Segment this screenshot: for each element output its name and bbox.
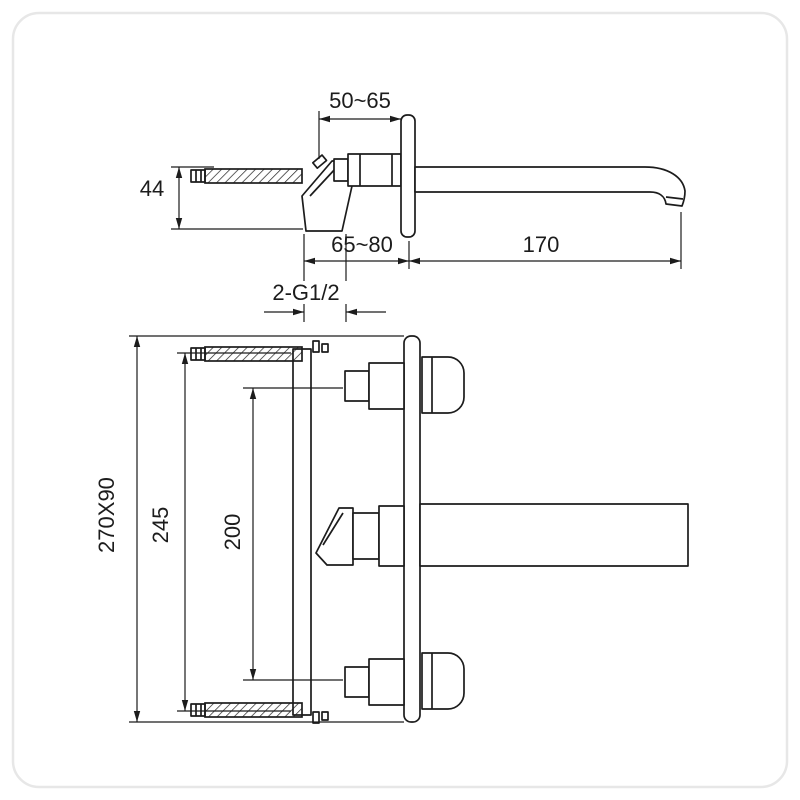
wall-plate-front bbox=[403, 335, 421, 723]
screw-detail bbox=[312, 711, 320, 724]
screw-detail bbox=[312, 340, 320, 353]
dim-plate-size: 270X90 bbox=[94, 335, 404, 723]
knob-bottom bbox=[421, 652, 465, 710]
spout-reach-label: 170 bbox=[523, 232, 560, 257]
plate-size-label: 270X90 bbox=[94, 477, 119, 553]
thread-spec-label: 2-G1/2 bbox=[272, 280, 339, 305]
wall-plate-side bbox=[400, 114, 416, 238]
inlet-pipe-side bbox=[190, 168, 303, 184]
knob-top bbox=[421, 356, 465, 414]
handle-side bbox=[333, 153, 402, 187]
dim-depth-range: 65~80 bbox=[303, 232, 410, 322]
image-frame bbox=[11, 11, 789, 789]
front-view: 270X90 245 200 bbox=[94, 335, 689, 724]
spout-front bbox=[315, 503, 689, 567]
dim-thread-spec: 2-G1/2 bbox=[264, 280, 386, 316]
depth-range-label: 65~80 bbox=[331, 232, 393, 257]
overall-spacing-label: 245 bbox=[148, 507, 173, 544]
screw-detail bbox=[321, 343, 329, 353]
dim-wall-distance: 50~65 bbox=[318, 88, 401, 159]
handle-bottom bbox=[344, 652, 465, 710]
handle-top bbox=[344, 356, 465, 414]
dim-spout-reach: 170 bbox=[409, 212, 682, 269]
side-view: 50~65 44 65~80 170 2-G1/2 bbox=[140, 88, 686, 322]
height-label: 44 bbox=[140, 176, 164, 201]
dim-overall-spacing: 245 bbox=[148, 352, 291, 712]
screw-detail bbox=[321, 711, 329, 721]
handle-spacing-label: 200 bbox=[220, 514, 245, 551]
inlet-pipe-bottom bbox=[190, 702, 303, 718]
dim-handle-spacing: 200 bbox=[220, 387, 343, 681]
spout-body bbox=[419, 503, 689, 567]
spout-side bbox=[414, 166, 686, 207]
dim-height: 44 bbox=[140, 166, 303, 230]
screw-detail bbox=[311, 154, 328, 170]
wall-distance-label: 50~65 bbox=[329, 88, 391, 113]
mounting-bar bbox=[292, 340, 329, 724]
inlet-pipe-top bbox=[190, 346, 303, 362]
valve-body-front bbox=[315, 507, 354, 566]
